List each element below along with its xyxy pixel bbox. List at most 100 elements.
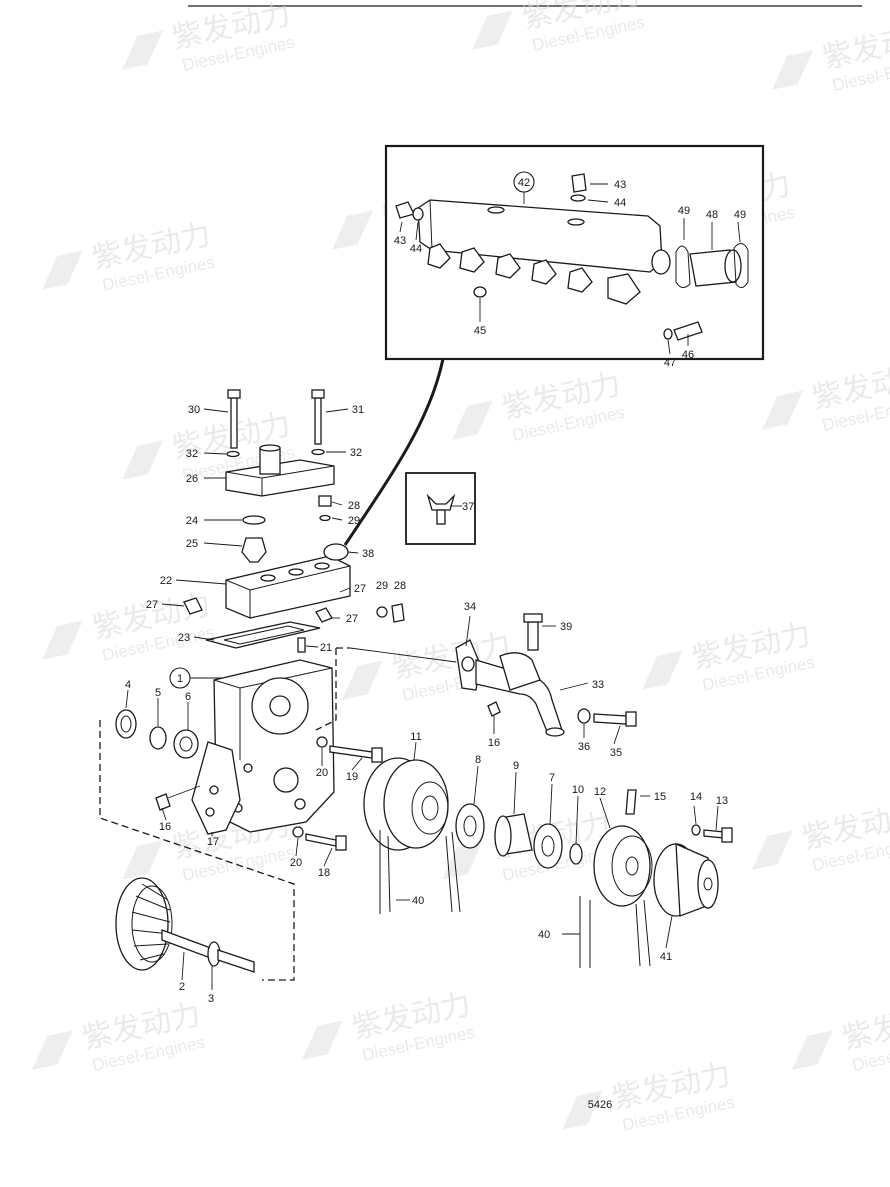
callout-19: 19 — [346, 771, 358, 783]
callout-12: 12 — [594, 786, 606, 798]
plug-28-top — [318, 495, 332, 507]
washer-32-right — [311, 448, 325, 456]
dashed-group-frame — [99, 720, 295, 981]
callout-17: 17 — [207, 836, 219, 848]
callout-28-side: 28 — [394, 580, 406, 592]
callout-32-left: 32 — [186, 448, 198, 460]
washer-29-top — [319, 514, 331, 522]
washer-45 — [473, 286, 487, 298]
callout-13: 13 — [716, 795, 728, 807]
manifold-inset: 42 — [343, 144, 765, 546]
elbow-pipe-assembly — [349, 613, 637, 737]
callout-14: 14 — [690, 791, 702, 803]
washer-14 — [691, 824, 701, 836]
washer-44-left — [412, 207, 424, 221]
callout-29-top: 29 — [348, 515, 360, 527]
callout-4: 4 — [125, 679, 131, 691]
callout-20-upper: 20 — [316, 767, 328, 779]
pulley-12 — [593, 825, 651, 907]
callout-32-right: 32 — [350, 447, 362, 459]
plug-27-mid — [315, 607, 333, 623]
gasket-23 — [205, 621, 321, 649]
washer-29-side — [376, 606, 388, 618]
seal-4 — [115, 709, 137, 739]
callout-18: 18 — [318, 867, 330, 879]
thermostat-housing — [225, 555, 351, 619]
callout-22: 22 — [160, 575, 172, 587]
manifold-ports — [427, 243, 641, 305]
callout-11: 11 — [410, 731, 421, 743]
bolt-35 — [593, 713, 627, 725]
plug-16-right — [487, 701, 501, 717]
ring-5 — [149, 726, 167, 750]
callout-1: 1 — [177, 673, 183, 685]
callout-48: 48 — [706, 209, 718, 221]
clamp-49b — [733, 243, 749, 288]
callout-7: 7 — [549, 772, 555, 784]
bearing-7 — [533, 823, 563, 869]
callout-46: 46 — [682, 349, 694, 361]
callout-34: 34 — [464, 601, 476, 613]
plug-27-left — [183, 597, 203, 615]
callout-29-side: 29 — [376, 580, 388, 592]
washer-20-upper — [316, 736, 328, 748]
bearing-6 — [173, 729, 199, 759]
callout-28-top: 28 — [348, 500, 360, 512]
callout-36: 36 — [578, 741, 590, 753]
callout-2: 2 — [179, 981, 185, 993]
callout-31: 31 — [352, 404, 364, 416]
belt-40-right — [579, 896, 651, 968]
callout-40-right: 40 — [538, 929, 550, 941]
callout-10: 10 — [572, 784, 584, 796]
figure-number: 5426 — [588, 1099, 612, 1111]
bearing-8 — [455, 803, 485, 849]
callout-45: 45 — [474, 325, 486, 337]
callout-23: 23 — [178, 632, 190, 644]
callout-5: 5 — [155, 687, 161, 699]
cover-outlet — [259, 447, 281, 475]
plug-16-left — [155, 793, 171, 811]
pin-15 — [625, 789, 637, 815]
callout-27-upper: 27 — [354, 583, 366, 595]
manifold-outlet — [651, 249, 671, 275]
circlip-10 — [569, 843, 583, 865]
left-parts — [99, 647, 350, 981]
bolt-46 — [673, 321, 703, 341]
thermostat-cover — [225, 459, 335, 497]
callout-16-right: 16 — [488, 737, 500, 749]
washer-44-top — [570, 194, 586, 202]
callout-25: 25 — [186, 538, 198, 550]
callout-49-left: 49 — [678, 205, 690, 217]
callout-16-left: 16 — [159, 821, 171, 833]
washer-32-left — [226, 450, 240, 458]
thermostat-25 — [241, 537, 267, 563]
inset-label: 42 — [518, 177, 530, 189]
washer-36 — [577, 708, 591, 724]
callout-27-left: 27 — [146, 599, 158, 611]
callout-26: 26 — [186, 473, 198, 485]
seal-24 — [242, 515, 266, 525]
pump-housing — [155, 659, 383, 851]
bolt-30 — [230, 397, 238, 449]
callout-15: 15 — [654, 791, 666, 803]
callout-21: 21 — [320, 642, 332, 654]
washer-20-lower — [292, 826, 304, 838]
housing-outlet — [323, 543, 349, 561]
callout-44-top: 44 — [614, 197, 626, 209]
callout-8: 8 — [475, 754, 481, 766]
callout-44-left: 44 — [410, 243, 422, 255]
belt-40-left — [379, 830, 461, 914]
callout-20-lower: 20 — [290, 857, 302, 869]
impeller-2 — [115, 877, 255, 973]
bleed-screw-39 — [527, 621, 539, 651]
